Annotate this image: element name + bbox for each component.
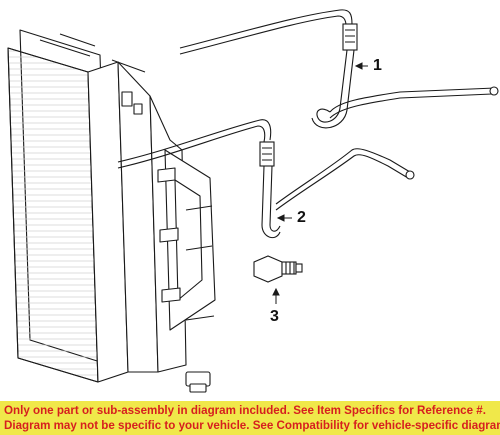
radiator-core	[7, 47, 99, 383]
hose-assembly-1	[179, 9, 499, 129]
callout-number-1: 1	[373, 57, 382, 74]
radiator-fitting	[121, 91, 133, 107]
disclaimer-banner: Only one part or sub-assembly in diagram…	[0, 401, 500, 435]
leader-arrow-2	[276, 214, 285, 222]
leader-arrow-3	[272, 287, 280, 296]
callout-leaders	[272, 62, 368, 304]
callout-number-2: 2	[297, 209, 306, 226]
radiator-assembly	[7, 29, 216, 393]
disclaimer-line-2: Diagram may not be specific to your vehi…	[4, 419, 500, 432]
leader-arrow-1	[354, 62, 363, 70]
callout-number-3: 3	[270, 308, 279, 325]
exploded-parts-diagram	[7, 9, 499, 393]
disclaimer-line-1: Only one part or sub-assembly in diagram…	[4, 404, 486, 417]
fitting-connector	[253, 255, 303, 283]
hose-assembly-2	[117, 119, 415, 239]
